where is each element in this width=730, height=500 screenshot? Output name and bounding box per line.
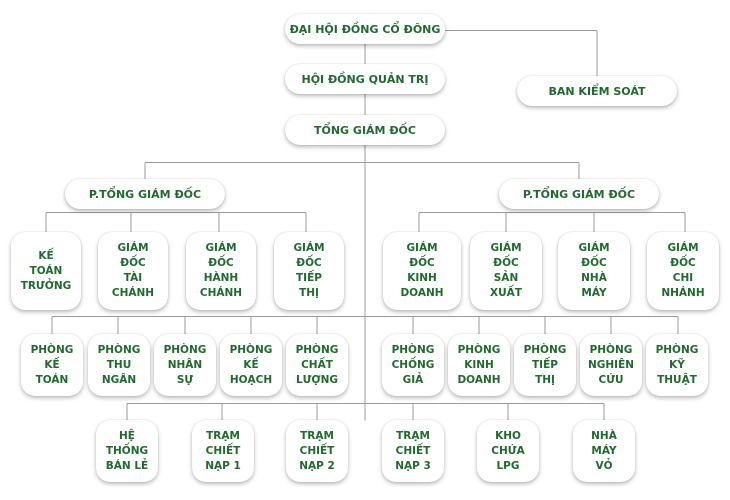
node-dept-sales[interactable]: PHÒNG KINH DOANH bbox=[448, 334, 510, 396]
node-director-production[interactable]: GIÁM ĐỐC SẢN XUẤT bbox=[470, 232, 542, 310]
node-vp-left[interactable]: P.TỔNG GIÁM ĐỐC bbox=[65, 179, 225, 209]
node-director-branch[interactable]: GIÁM ĐỐC CHI NHÁNH bbox=[647, 232, 719, 310]
node-dept-anti-counterfeit[interactable]: PHÒNG CHỐNG GIẢ bbox=[382, 334, 444, 396]
node-dept-marketing[interactable]: PHÒNG TIẾP THỊ bbox=[514, 334, 576, 396]
node-dept-hr[interactable]: PHÒNG NHÂN SỰ bbox=[154, 334, 216, 396]
node-shareholders[interactable]: ĐẠI HỘI ĐỒNG CỔ ĐÔNG bbox=[285, 14, 445, 44]
node-dept-planning[interactable]: PHÒNG KẾ HOẠCH bbox=[220, 334, 282, 396]
connector-path bbox=[45, 30, 686, 421]
node-dept-treasury[interactable]: PHÒNG THU NGÂN bbox=[88, 334, 150, 396]
node-board[interactable]: HỘI ĐỒNG QUẢN TRỊ bbox=[285, 64, 445, 94]
node-ceo[interactable]: TỔNG GIÁM ĐỐC bbox=[285, 115, 445, 145]
node-dept-technical[interactable]: PHÒNG KỸ THUẬT bbox=[646, 334, 708, 396]
node-filling-station-2[interactable]: TRẠM CHIẾT NẠP 2 bbox=[286, 420, 348, 482]
node-cylinder-plant[interactable]: NHÀ MÁY VỎ bbox=[573, 420, 635, 482]
node-director-business[interactable]: GIÁM ĐỐC KINH DOANH bbox=[383, 232, 461, 310]
node-retail-system[interactable]: HỆ THỐNG BÁN LẺ bbox=[96, 420, 158, 482]
node-dept-research[interactable]: PHÒNG NGHIÊN CỨU bbox=[580, 334, 642, 396]
node-director-factory[interactable]: GIÁM ĐỐC NHÀ MÁY bbox=[558, 232, 630, 310]
node-dept-quality[interactable]: PHÒNG CHẤT LƯỢNG bbox=[286, 334, 348, 396]
node-director-marketing[interactable]: GIÁM ĐỐC TIẾP THỊ bbox=[274, 232, 344, 310]
node-vp-right[interactable]: P.TỔNG GIÁM ĐỐC bbox=[499, 179, 659, 209]
node-supervisory[interactable]: BAN KIỂM SOÁT bbox=[517, 76, 677, 106]
node-director-finance[interactable]: GIÁM ĐỐC TÀI CHÁNH bbox=[98, 232, 168, 310]
node-filling-station-3[interactable]: TRẠM CHIẾT NẠP 3 bbox=[382, 420, 444, 482]
node-filling-station-1[interactable]: TRẠM CHIẾT NẠP 1 bbox=[192, 420, 254, 482]
node-dept-accounting[interactable]: PHÒNG KẾ TOÁN bbox=[21, 334, 83, 396]
node-chief-accountant[interactable]: KẾ TOÁN TRƯỞNG bbox=[11, 232, 81, 310]
node-director-admin[interactable]: GIÁM ĐỐC HÀNH CHÁNH bbox=[186, 232, 256, 310]
node-lpg-depot[interactable]: KHO CHỨA LPG bbox=[477, 420, 539, 482]
